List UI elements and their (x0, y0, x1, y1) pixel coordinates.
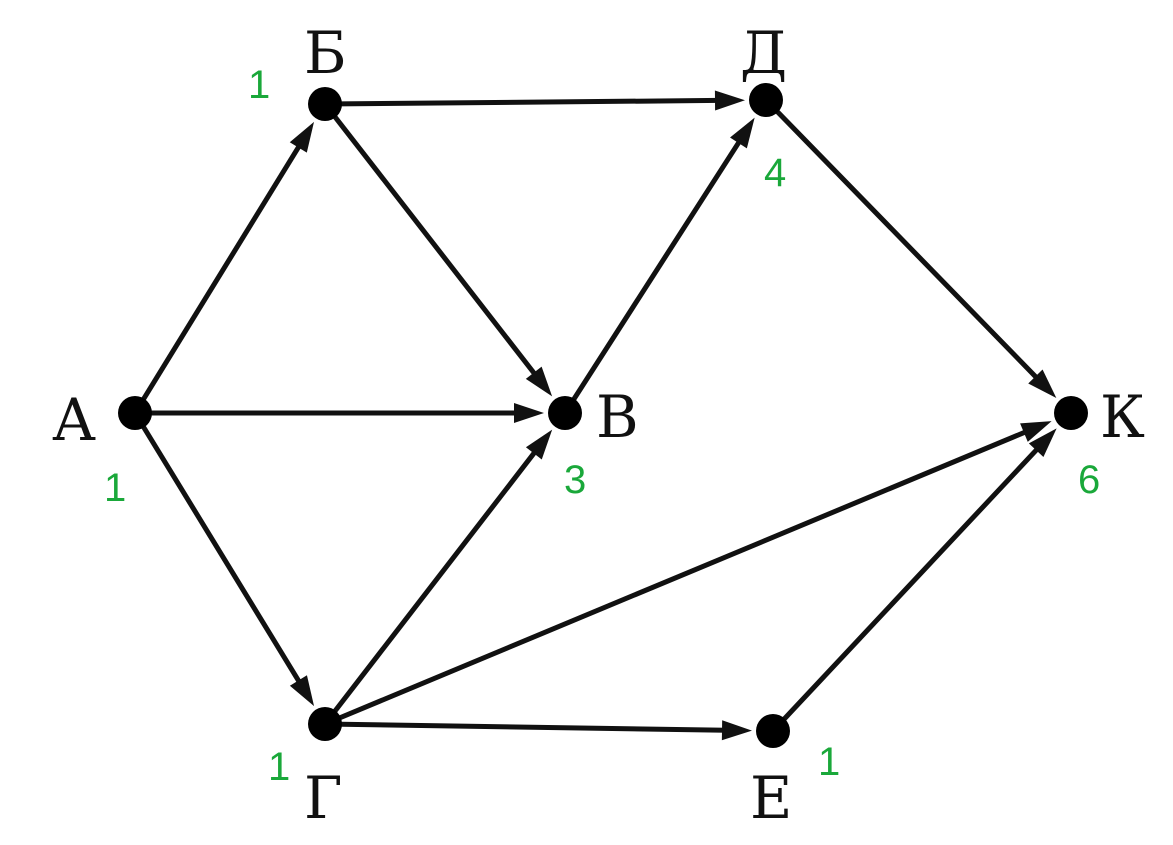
path-count-V: 3 (564, 458, 586, 502)
node-label-K: К (1100, 383, 1145, 451)
edge-line (324, 721, 727, 733)
node-V (548, 396, 582, 430)
path-count-E: 1 (818, 740, 840, 784)
path-count-K: 6 (1078, 458, 1100, 502)
node-label-B: Б (304, 19, 347, 87)
edge-line (764, 98, 1040, 382)
edge-D-K (764, 98, 1057, 398)
node-label-G: Г (304, 764, 342, 832)
edge-line (323, 448, 539, 726)
arrowhead (714, 90, 746, 111)
edge-line (132, 142, 303, 415)
edge-line (324, 428, 1029, 727)
arrowhead (730, 117, 755, 149)
edge-A-G (132, 411, 315, 707)
arrowhead (525, 366, 553, 397)
arrowhead (1020, 421, 1052, 442)
node-A (118, 396, 152, 430)
node-B (308, 87, 342, 121)
edge-line (771, 445, 1041, 733)
node-label-V: В (596, 383, 639, 451)
arrowhead (289, 121, 315, 153)
arrowhead (721, 720, 753, 741)
nodes (118, 83, 1088, 748)
edge-E-K (771, 428, 1057, 733)
edges (132, 90, 1057, 741)
node-label-D: Д (740, 19, 787, 87)
arrowhead (289, 675, 315, 707)
edge-G-K (324, 421, 1052, 727)
node-G (308, 707, 342, 741)
node-E (756, 714, 790, 748)
arrowhead (1028, 369, 1057, 398)
edge-line (132, 411, 303, 686)
path-counts: 1 1 3 1 4 1 6 (104, 63, 1100, 789)
arrowhead (1028, 428, 1057, 458)
node-label-A: А (52, 386, 96, 454)
edge-G-E (324, 720, 753, 741)
node-D (749, 83, 783, 117)
node-labels: А Б В Г Д Е К (52, 19, 1145, 832)
edge-V-D (562, 117, 755, 415)
edge-B-D (324, 90, 746, 111)
node-K (1054, 396, 1088, 430)
path-count-G: 1 (268, 745, 290, 789)
edge-line (324, 97, 720, 107)
edge-line (562, 138, 743, 415)
node-label-E: Е (750, 764, 792, 832)
path-count-D: 4 (764, 151, 786, 195)
edge-A-B (132, 121, 315, 415)
arrowhead (514, 403, 544, 423)
edge-B-V (323, 102, 553, 397)
edge-line (323, 102, 539, 378)
edge-G-V (323, 429, 553, 726)
path-count-B: 1 (248, 63, 270, 107)
arrowhead (525, 429, 553, 460)
edge-A-V (135, 403, 544, 423)
path-count-A: 1 (104, 466, 126, 510)
